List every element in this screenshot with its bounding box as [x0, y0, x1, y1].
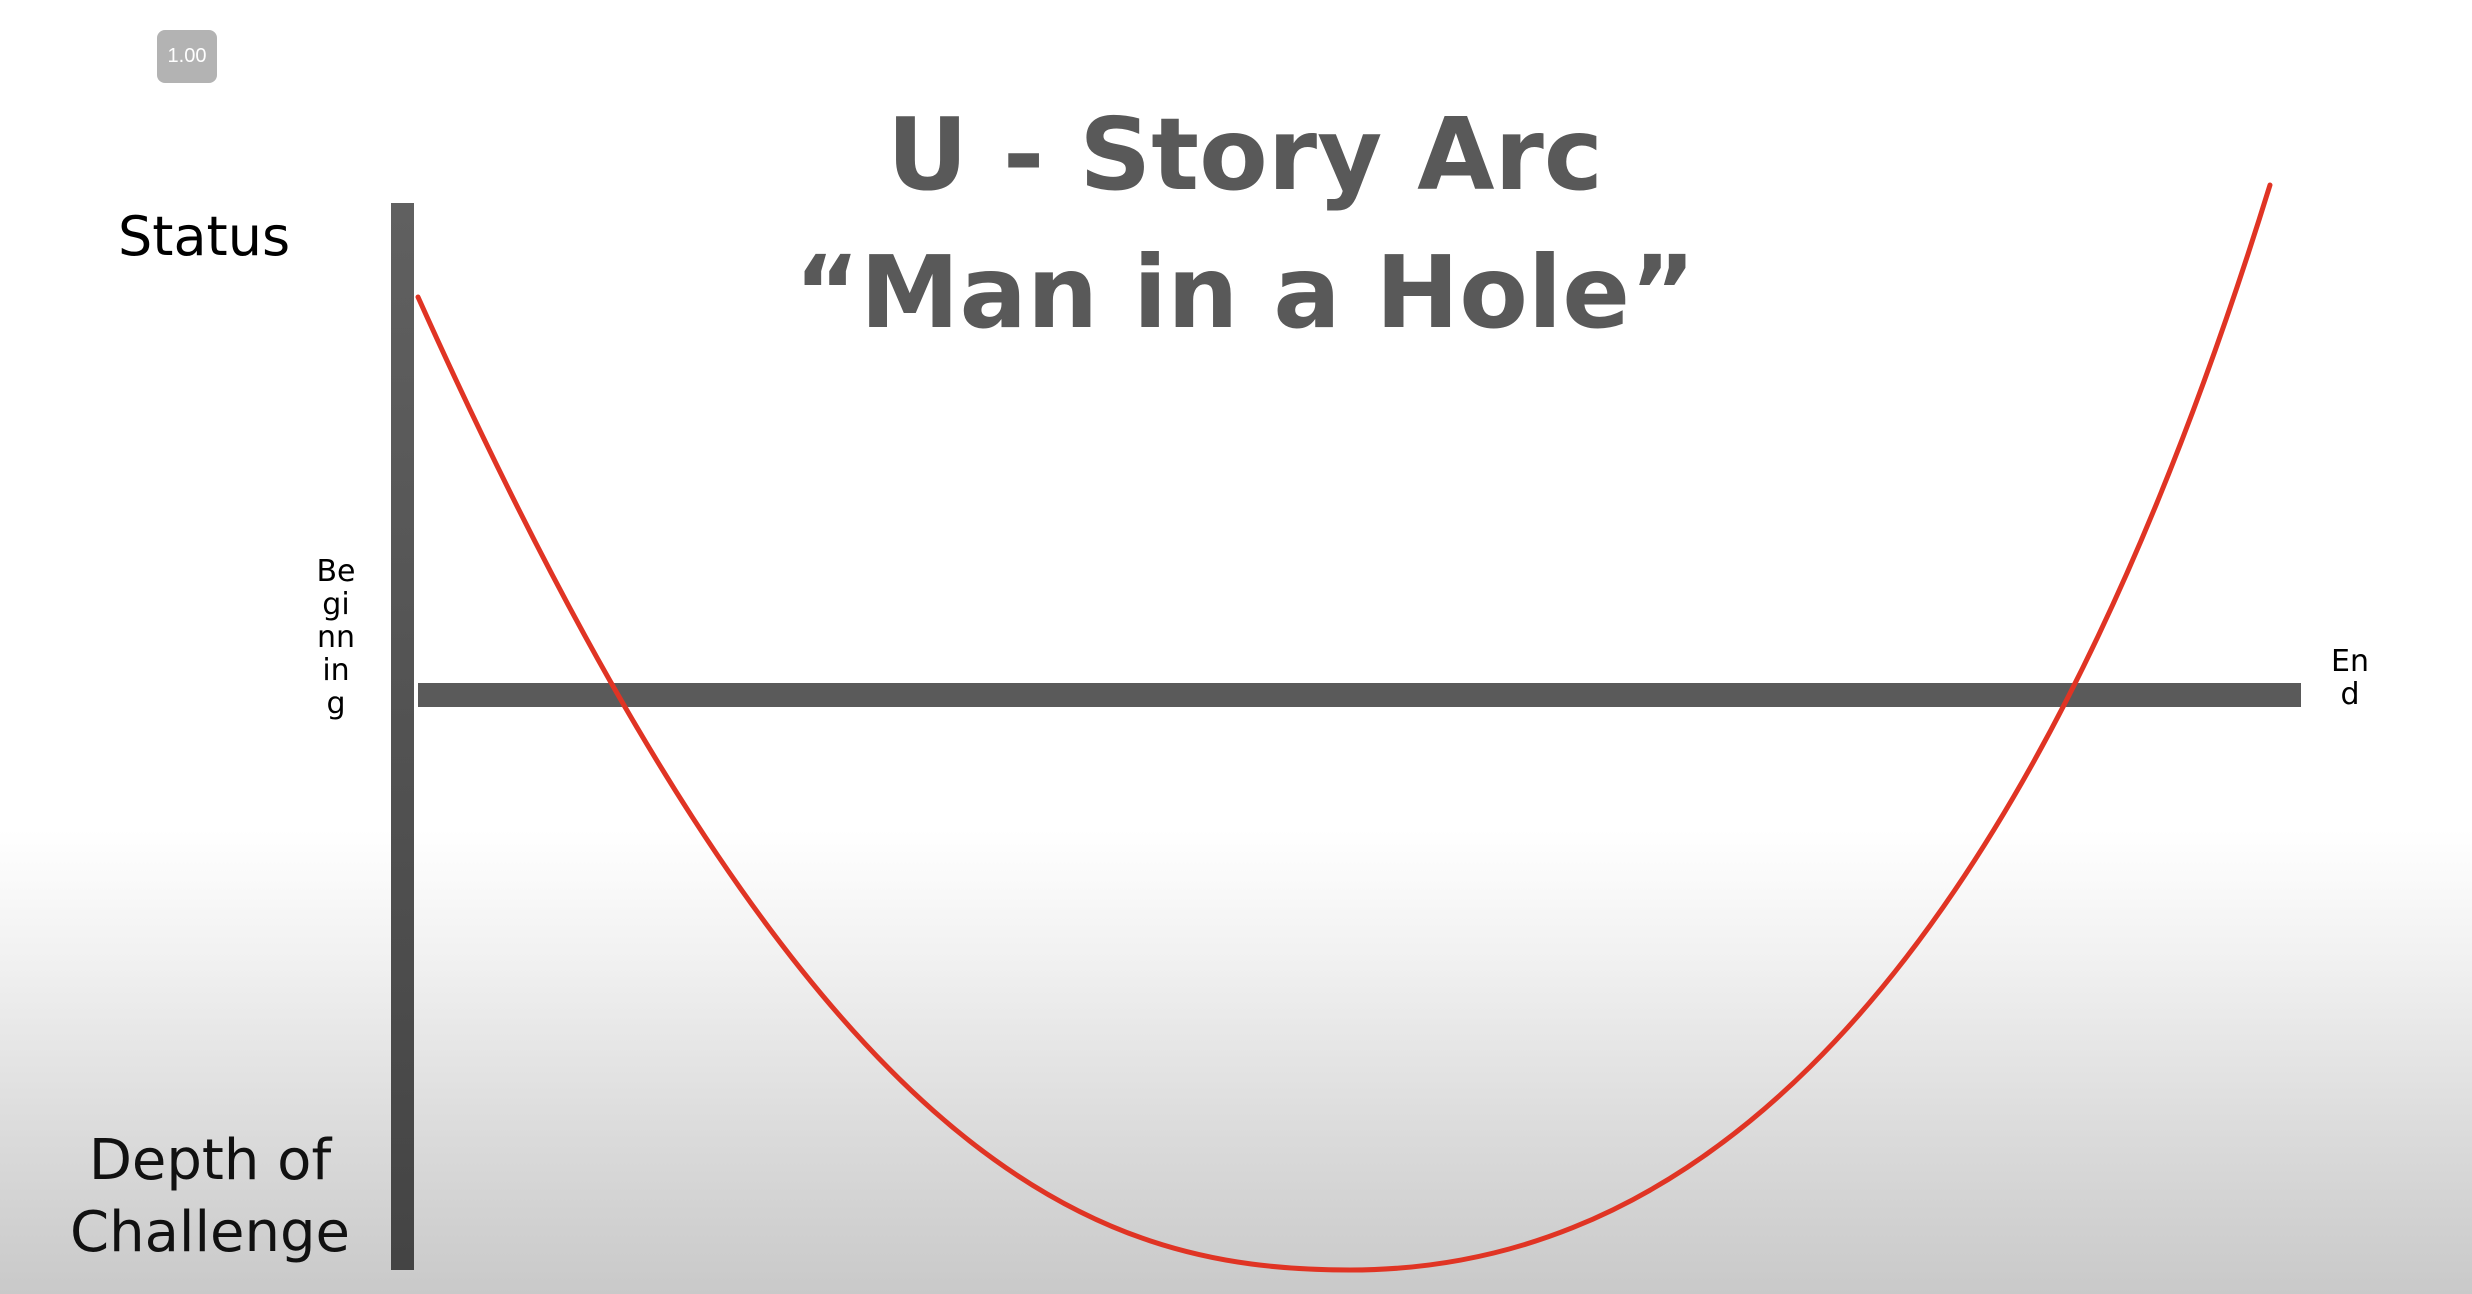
- zoom-level-badge[interactable]: 1.00: [157, 30, 217, 83]
- vertical-axis: [391, 203, 414, 1270]
- status-axis-label: Status: [118, 205, 291, 268]
- slide-subtitle: “Man in a Hole”: [794, 234, 1696, 351]
- horizontal-axis: [418, 683, 2301, 707]
- end-label: End: [2331, 644, 2369, 712]
- u-story-arc-curve: [415, 182, 2273, 1273]
- depth-axis-label: Depth of Challenge: [70, 1128, 350, 1265]
- slide-title: U - Story Arc: [886, 96, 1604, 213]
- beginning-label: Beginning: [316, 554, 356, 721]
